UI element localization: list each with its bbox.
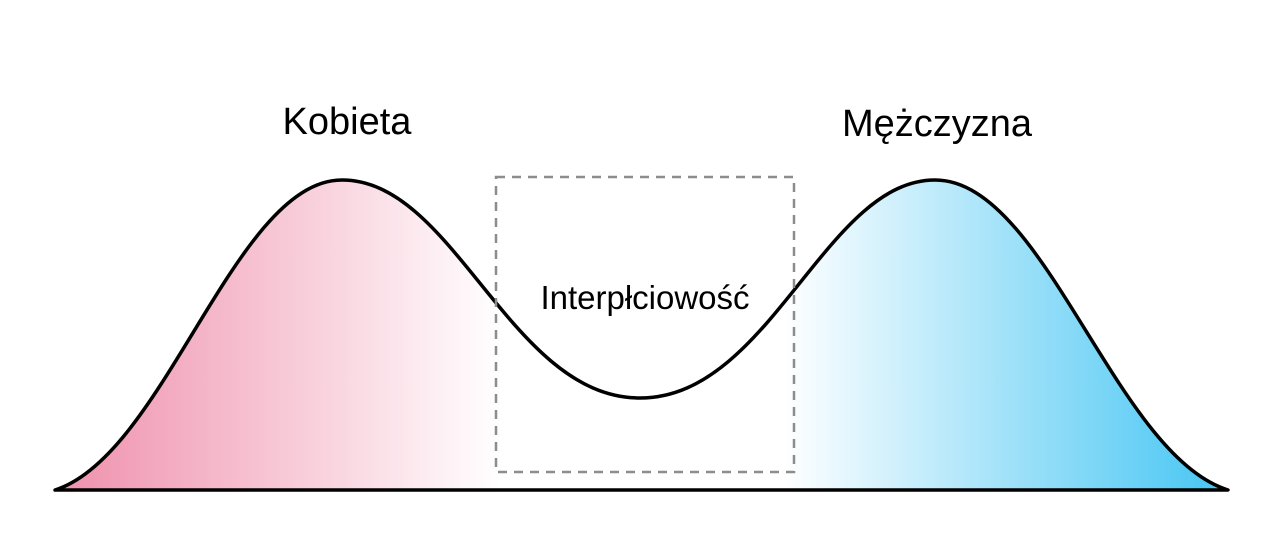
distribution-curve — [53, 178, 1230, 492]
label-interplciowosc: Interpłciowość — [540, 279, 749, 316]
label-mezczyzna: Mężczyzna — [842, 103, 1033, 145]
intersex-region-box — [494, 175, 796, 474]
label-kobieta: Kobieta — [283, 101, 413, 143]
